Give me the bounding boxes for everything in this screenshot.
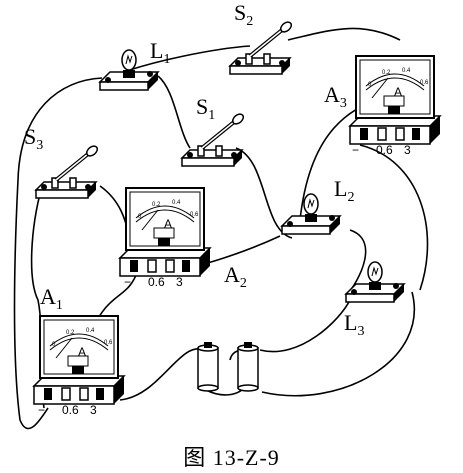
label-a1: A1	[40, 284, 63, 313]
label-a2: A2	[224, 262, 247, 291]
dial-symbol: A	[78, 345, 86, 359]
scale-label-0: 0	[52, 342, 56, 348]
battery-cell-left	[197, 341, 219, 392]
dial-symbol: A	[164, 217, 172, 231]
label-l2: L2	[334, 176, 354, 205]
label-s1: S1	[196, 94, 215, 123]
scale-label-04: 0.4	[402, 68, 411, 74]
ammeter-a3-dial-text: 0 0.2 0.4 0.6 A − 0.6 3	[352, 68, 429, 157]
figure-caption: 图 13-Z-9	[183, 445, 280, 470]
label-l3: L3	[344, 310, 364, 339]
scale-label-04: 0.4	[172, 200, 181, 206]
battery-cell-right	[237, 341, 259, 392]
scale-label-06: 0.6	[104, 340, 113, 346]
ammeter-a1-dial-text: 0 0.2 0.4 0.6 A − 0.6 3	[38, 328, 113, 417]
dial-symbol: A	[394, 85, 402, 99]
scale-label-02: 0.2	[152, 202, 161, 208]
label-s2: S2	[234, 0, 253, 29]
scale-label-0: 0	[368, 82, 372, 88]
scale-label-0: 0	[138, 214, 142, 220]
ammeter-a2-dial-text: 0 0.2 0.4 0.6 A − 0.6 3	[124, 200, 199, 289]
scale-label-06: 0.6	[190, 212, 199, 218]
ammeter-a3	[349, 55, 441, 145]
scale-label-02: 0.2	[382, 70, 391, 76]
terminal-06: 0.6	[148, 275, 165, 289]
ammeter-a2	[119, 187, 211, 277]
terminal-minus: −	[38, 403, 45, 417]
label-a3: A3	[324, 82, 347, 111]
switch-s3	[34, 142, 102, 200]
label-l1: L1	[150, 38, 170, 67]
terminal-06: 0.6	[62, 403, 79, 417]
terminal-3: 3	[90, 403, 97, 417]
label-s3: S3	[24, 124, 43, 153]
scale-label-04: 0.4	[86, 328, 95, 334]
terminal-minus: −	[124, 275, 131, 289]
terminal-3: 3	[404, 143, 411, 157]
terminal-3: 3	[176, 275, 183, 289]
scale-label-06: 0.6	[420, 80, 429, 86]
lamp-l3	[345, 261, 405, 303]
scale-label-02: 0.2	[66, 330, 75, 336]
terminal-minus: −	[352, 143, 359, 157]
terminal-06: 0.6	[376, 143, 393, 157]
lamp-l2	[281, 193, 341, 235]
ammeter-a1	[33, 315, 125, 405]
